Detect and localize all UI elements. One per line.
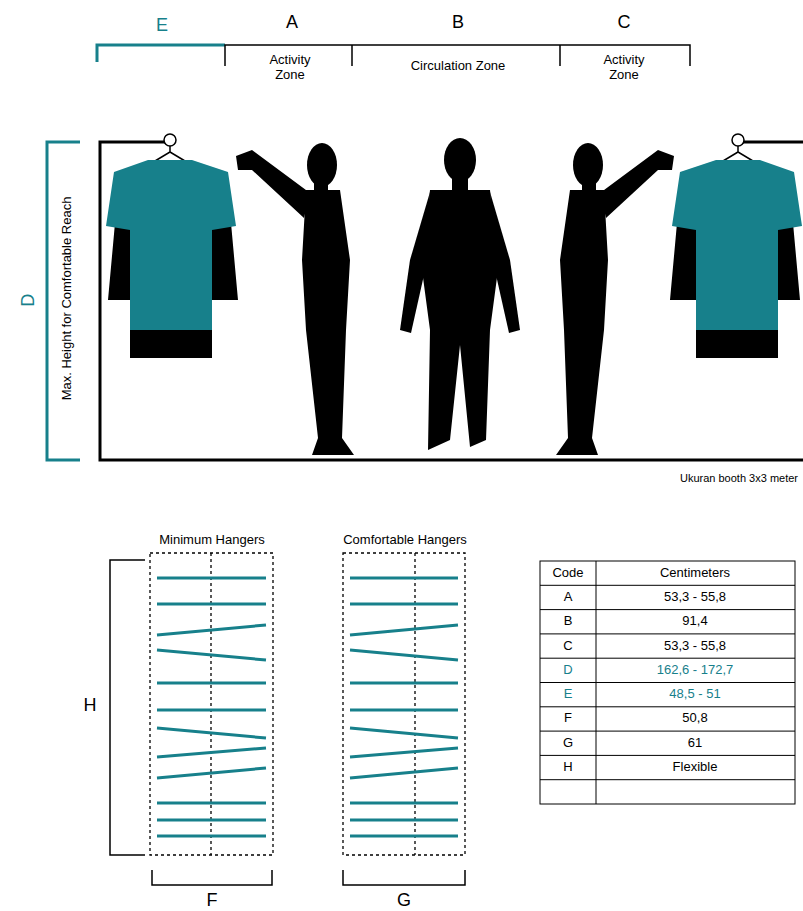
hanger-line (350, 835, 458, 838)
table-grid (540, 561, 795, 804)
table-rule (540, 609, 795, 610)
table-cell: 53,3 - 55,8 (664, 639, 726, 654)
hanger-line (157, 768, 266, 778)
hanger-line (350, 577, 458, 580)
table-cell: 91,4 (682, 614, 707, 629)
table-cell: F (564, 711, 572, 726)
bracket-d (47, 142, 80, 460)
hanger-line (157, 577, 266, 580)
human-silhouette (556, 143, 674, 455)
shirt (106, 134, 238, 358)
dimension-code: A (286, 12, 298, 33)
hanger-line (157, 709, 266, 712)
table-rule (540, 633, 795, 634)
table-cell: C (563, 639, 572, 654)
table-cell: 61 (688, 736, 702, 751)
hanger-line (350, 768, 458, 778)
bracket-g (343, 870, 465, 885)
dimension-code: H (84, 695, 97, 716)
dimension-code: E (156, 15, 168, 36)
zone-label: Circulation Zone (411, 59, 506, 74)
table-cell: 50,8 (682, 711, 707, 726)
dimension-code: C (618, 12, 631, 33)
table-rule (540, 706, 795, 707)
table-rule (540, 779, 795, 780)
group-title: Comfortable Hangers (343, 533, 467, 548)
hanger-line (350, 650, 458, 660)
hanger-line (350, 682, 458, 685)
hanger-line (157, 603, 266, 606)
table-cell: D (563, 663, 572, 678)
human-silhouette (400, 138, 520, 450)
dimension-code: D (18, 294, 39, 307)
hanger-line (350, 728, 458, 738)
table-rule (540, 755, 795, 756)
hanger-line (157, 728, 266, 738)
table-cell: Flexible (673, 760, 718, 775)
hanger-line (350, 603, 458, 606)
hanger-line (157, 835, 266, 838)
zone-label: Activity Zone (593, 53, 655, 83)
table-cell: 48,5 - 51 (669, 687, 720, 702)
bracket-h (110, 560, 145, 855)
zone-label: Activity Zone (259, 53, 321, 83)
table-cell: Centimeters (660, 566, 730, 581)
hanger-line (350, 709, 458, 712)
group-title: Minimum Hangers (159, 533, 264, 548)
dimension-label: Max. Height for Comfortable Reach (61, 196, 76, 400)
dimension-code: B (452, 12, 464, 33)
table-cell: Code (552, 566, 583, 581)
note: Ukuran booth 3x3 meter (680, 472, 798, 485)
table-rule (540, 682, 795, 683)
hanger-line (157, 625, 266, 635)
hanger-line (157, 650, 266, 660)
hanger-line (157, 748, 266, 757)
dimension-code: F (207, 890, 218, 911)
hanger-line (350, 625, 458, 635)
table-cell: G (563, 736, 573, 751)
hanger-lines (157, 578, 458, 836)
table-rule (540, 731, 795, 732)
human-silhouette (236, 143, 354, 455)
dimension-code: G (397, 890, 411, 911)
table-cell: E (564, 687, 573, 702)
hanger-line (157, 802, 266, 805)
hanger-line (350, 819, 458, 822)
hanger-line (350, 802, 458, 805)
bracket-e (97, 45, 225, 62)
bracket-f (152, 870, 272, 885)
hanger-line (157, 819, 266, 822)
table-cell: 162,6 - 172,7 (657, 663, 734, 678)
table-cell: A (564, 590, 573, 605)
table-cell: H (563, 760, 572, 775)
table-rule (540, 658, 795, 659)
table-cell: B (564, 614, 573, 629)
hanger-box (150, 553, 465, 855)
hanger-line (350, 748, 458, 757)
hanger-line (157, 682, 266, 685)
table-cell: 53,3 - 55,8 (664, 590, 726, 605)
shirt (670, 134, 802, 358)
table-rule (540, 585, 795, 586)
